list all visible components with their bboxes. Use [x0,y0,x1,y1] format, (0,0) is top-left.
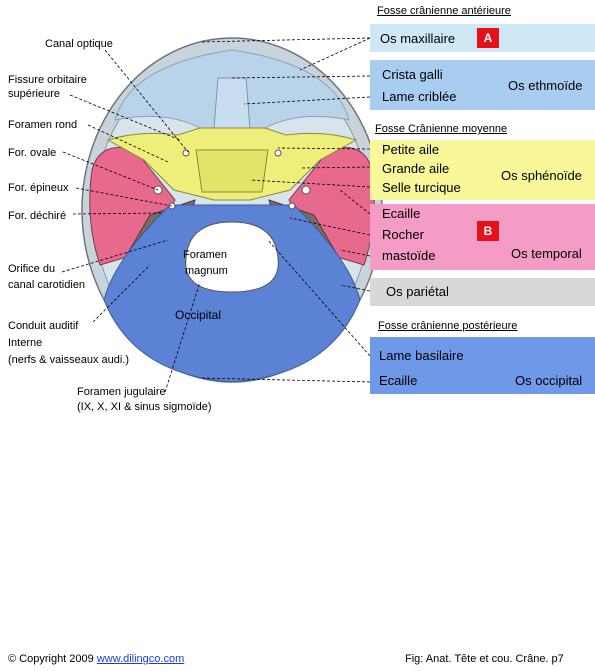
label-conduit-auditif: Conduit auditif [8,320,79,332]
foramen-magnum [185,221,279,293]
box-maxillaire: Os maxillaire A [370,24,595,52]
foramen-dot [274,149,282,157]
box-sphenoide-item1: Petite aile [382,142,440,157]
box-occipital-item2: Ecaille [379,373,418,388]
label-fissure-orbitaire: Fissure orbitaire [8,74,87,86]
box-occipital-item1: Lame basilaire [379,348,464,363]
label-canal-optique: Canal optique [45,38,113,50]
box-temporal-item3: mastoïde [382,248,436,263]
box-temporal-item2: Rocher [382,227,424,242]
footer-fig: Fig: Anat. Tête et cou. Crâne. p7 [405,653,564,665]
occipital-region [103,204,361,383]
box-ethmoide-item2: Lame criblée [382,89,457,104]
badge-b: B [477,221,499,241]
box-sphenoide-item2: Grande aile [382,161,450,176]
box-ethmoide-bone: Os ethmoïde [508,78,583,93]
section-posterior: Fosse crânienne postérieure [378,320,518,332]
box-temporal: Ecaille Rocher mastoïde B Os temporal [370,204,595,270]
copyright-text: © Copyright 2009 [8,653,94,665]
label-foramen-magnum-2: magnum [185,265,228,277]
box-maxillaire-label: Os maxillaire [380,31,456,46]
label-for-ovale: For. ovale [8,147,57,159]
foramen-dot [182,149,190,157]
box-sphenoide: Petite aile Grande aile Selle turcique O… [370,140,595,200]
ethmoid-region [213,77,251,129]
label-conduit-auditif-2: Interne [8,337,43,349]
footer-link[interactable]: www.dilingco.com [96,653,185,665]
foramen-dot [288,202,296,210]
box-parietal-label: Os pariétal [386,284,449,299]
section-anterior: Fosse crânienne antérieure [377,5,511,17]
box-ethmoide-item1: Crista galli [382,67,443,82]
box-temporal-item1: Ecaille [382,206,421,221]
label-for-epineux: For. épineux [8,182,69,194]
box-ethmoide: Crista galli Lame criblée Os ethmoïde [370,60,595,110]
badge-a: A [477,28,499,48]
box-sphenoide-item3: Selle turcique [382,180,461,195]
sella-turcica [195,149,269,193]
label-for-dechire: For. déchiré [8,210,67,222]
label-conduit-auditif-3: (nerfs & vaisseaux audi.) [8,354,130,366]
label-fissure-orbitaire-2: supérieure [8,88,60,100]
label-foramen-jugulaire: Foramen jugulaire [77,386,166,398]
label-orifice-2: canal carotidien [8,279,86,291]
foramen-dot [301,185,311,195]
label-foramen-magnum: Foramen [183,249,228,261]
label-orifice: Orifice du [8,263,56,275]
box-temporal-bone: Os temporal [511,246,582,261]
box-sphenoide-bone: Os sphénoïde [501,168,582,183]
footer-copyright: © Copyright 2009 www.dilingco.com [8,653,184,665]
box-occipital-bone: Os occipital [515,373,583,388]
section-middle: Fosse Crânienne moyenne [375,123,508,135]
label-foramen-rond: Foramen rond [8,119,78,131]
label-occipital: Occipital [175,308,222,322]
box-occipital: Lame basilaire Ecaille Os occipital [370,337,595,394]
box-parietal: Os pariétal [370,278,595,306]
label-foramen-jugulaire-2: (IX, X, XI & sinus sigmoïde) [77,401,212,413]
